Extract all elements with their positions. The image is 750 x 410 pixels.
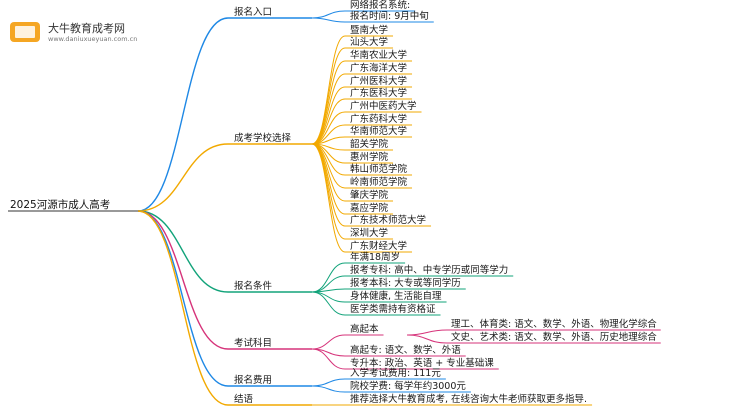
- subleaf-connector: [406, 329, 448, 336]
- subleaf-label: 文史、艺术类: 语文、数学、外语、历史地理综合: [451, 331, 657, 343]
- leaf-label: 报考专科: 高中、中专学历或同等学力: [350, 264, 508, 276]
- leaf-label: 华南师范大学: [350, 125, 407, 137]
- leaf-connector: [311, 291, 346, 316]
- leaf-connector: [311, 60, 346, 145]
- leaf-connector: [311, 143, 346, 253]
- leaf-connector: [311, 262, 346, 293]
- leaf-connector: [311, 143, 346, 215]
- leaf-label: 医学类需持有资格证: [350, 303, 436, 315]
- leaf-label: 报考本科: 大专或等同学历: [350, 277, 461, 289]
- leaf-connector: [311, 143, 346, 189]
- logo-url: www.daniuxueyuan.com.cn: [48, 35, 137, 43]
- leaf-connector: [311, 385, 346, 393]
- branch-label: 报名条件: [234, 280, 273, 292]
- leaf-label: 广州中医药大学: [350, 100, 417, 112]
- leaf-label: 广东药科大学: [350, 113, 407, 125]
- leaf-label: 韶关学院: [350, 138, 389, 150]
- leaf-label: 汕头大学: [350, 36, 388, 48]
- leaf-label: 深圳大学: [350, 227, 388, 239]
- leaf-label: 广东海洋大学: [350, 62, 407, 74]
- branch-label: 考试科目: [234, 337, 272, 349]
- leaf-label: 嘉应学院: [350, 202, 389, 214]
- root-topic: 2025河源市成人高考: [10, 198, 110, 211]
- leaf-label: 广州医科大学: [350, 75, 407, 87]
- leaf-label: 华南农业大学: [350, 49, 407, 61]
- leaf-label: 专升本: 政治、英语 + 专业基础课: [350, 357, 494, 369]
- branch-label: 成考学校选择: [234, 132, 292, 144]
- leaf-label: 肇庆学院: [350, 189, 389, 201]
- leaf-label: 广东财经大学: [350, 240, 407, 252]
- leaf-label: 高起专: 语文、数学、外语: [350, 344, 461, 356]
- leaf-label: 年满18周岁: [350, 251, 400, 263]
- logo: 大牛教育成考网 www.daniuxueyuan.com.cn: [10, 21, 137, 43]
- branch-connector: [137, 17, 229, 212]
- branch-label: 报名费用: [234, 374, 272, 386]
- subleaf-label: 理工、体育类: 语文、数学、外语、物理化学综合: [451, 318, 657, 330]
- leaf-connector: [311, 143, 346, 240]
- leaf-label: 院校学费: 每学年约3000元: [350, 380, 466, 392]
- leaf-label: 身体健康, 生活能自理: [350, 290, 442, 302]
- logo-name: 大牛教育成考网: [48, 21, 125, 35]
- leaf-label: 推荐选择大牛教育成考, 在线咨询大牛老师获取更多指导.: [350, 393, 587, 405]
- leaf-label: 韩山师范学院: [350, 163, 408, 175]
- leaf-label: 报名时间: 9月中旬: [350, 10, 429, 22]
- leaf-label: 广东医科大学: [350, 87, 407, 99]
- branch-label: 报名入口: [234, 6, 272, 18]
- leaf-connector: [311, 10, 346, 19]
- leaf-connector: [311, 378, 346, 387]
- leaf-connector: [311, 334, 346, 350]
- branch-connector: [137, 210, 229, 350]
- leaf-label: 入学考试费用: 111元: [350, 367, 441, 379]
- leaf-connector: [311, 47, 346, 145]
- subleaf-connector: [406, 334, 448, 344]
- connectors: [8, 10, 661, 406]
- branch-connector: [137, 210, 229, 406]
- branch-connector: [137, 210, 229, 293]
- leaf-label: 岭南师范学院: [350, 176, 408, 188]
- leaf-connector: [311, 348, 346, 370]
- leaf-label: 网络报名系统:: [350, 0, 410, 11]
- leaf-label: 暨南大学: [350, 24, 388, 36]
- leaf-connector: [311, 143, 346, 227]
- leaf-connector: [311, 17, 346, 23]
- leaf-label: 广东技术师范大学: [350, 214, 426, 226]
- leaf-label: 高起本: [350, 323, 379, 335]
- logo-book-icon: [15, 26, 35, 38]
- branch-connector: [137, 143, 229, 212]
- leaf-label: 惠州学院: [350, 151, 389, 163]
- branch-connector: [137, 210, 229, 387]
- branch-label: 结语: [234, 393, 254, 405]
- leaf-connector: [311, 73, 346, 145]
- leaf-connector: [311, 291, 346, 303]
